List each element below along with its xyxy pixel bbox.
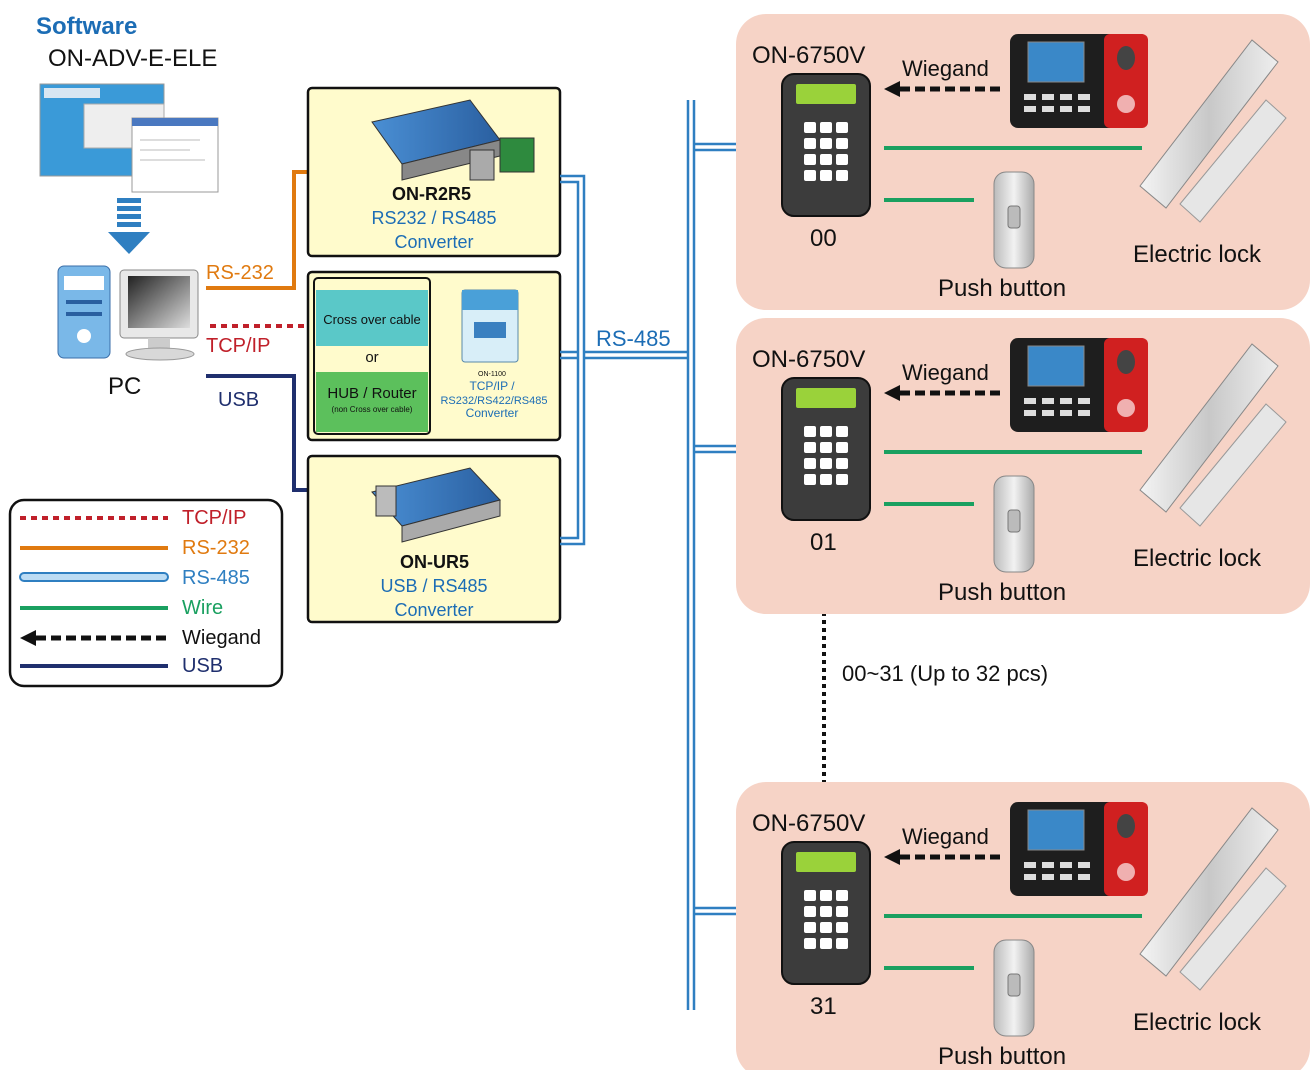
- reader-address: 01: [810, 529, 837, 556]
- legend-wiegand-label: Wiegand: [182, 627, 261, 649]
- rs232-line: [206, 170, 308, 290]
- electric-lock-label: Electric lock: [1133, 545, 1262, 572]
- software-name: ON-ADV-E-ELE: [48, 45, 217, 72]
- fingerprint-terminal-icon: [1010, 338, 1148, 432]
- tcpip-converter-box: Cross over cable or HUB / Router (non Cr…: [306, 270, 562, 442]
- wiegand-label: Wiegand: [902, 824, 989, 849]
- electric-lock-label: Electric lock: [1133, 1009, 1262, 1036]
- push-button-icon: [993, 171, 1035, 269]
- electric-lock-label: Electric lock: [1133, 241, 1262, 268]
- fingerprint-terminal-icon: [1010, 802, 1148, 896]
- tcpip-device-line1: TCP/IP /: [469, 379, 515, 393]
- legend-wiegand-swatch: [20, 630, 168, 646]
- rs232-link-label: RS-232: [206, 262, 274, 284]
- wiegand-arrow-icon: [884, 385, 900, 401]
- electric-lock-icon: [1139, 39, 1287, 223]
- push-button-label: Push button: [938, 579, 1066, 606]
- legend-wire-label: Wire: [182, 597, 223, 619]
- keypad-reader-icon: [781, 841, 871, 985]
- electric-lock-icon: [1139, 343, 1287, 527]
- range-note: 00~31 (Up to 32 pcs): [842, 661, 1048, 686]
- legend-rs232-label: RS-232: [182, 537, 250, 559]
- hub-router-label: HUB / Router: [327, 385, 416, 402]
- r2r5-converter: Converter: [394, 232, 473, 252]
- reader-address: 00: [810, 225, 837, 252]
- reader-address: 31: [810, 993, 837, 1020]
- push-button-icon: [993, 475, 1035, 573]
- legend-usb-label: USB: [182, 655, 223, 677]
- ur5-type: USB / RS485: [380, 576, 487, 596]
- converter-ur5-box: ON-UR5 USB / RS485 Converter: [306, 454, 562, 624]
- wiegand-label: Wiegand: [902, 360, 989, 385]
- or-label: or: [365, 349, 378, 366]
- tcpip-device-line2: RS232/RS422/RS485: [440, 395, 547, 407]
- software-heading: Software: [36, 13, 137, 40]
- fingerprint-terminal-icon: [1010, 34, 1148, 128]
- push-button-label: Push button: [938, 1043, 1066, 1070]
- usb-rs485-converter-image: [371, 467, 501, 543]
- converter-r2r5-box: ON-R2R5 RS232 / RS485 Converter: [306, 86, 562, 258]
- reader-model-label: ON-6750V: [752, 42, 865, 69]
- reader-model-label: ON-6750V: [752, 810, 865, 837]
- tcpip-device-line3: Converter: [466, 406, 519, 420]
- legend-rs485-swatch: [19, 572, 169, 582]
- usb-link-label: USB: [218, 389, 259, 411]
- legend-rs485-label: RS-485: [182, 567, 250, 589]
- ur5-model: ON-UR5: [400, 552, 469, 572]
- pc-label: PC: [108, 373, 141, 400]
- usb-line: [206, 374, 308, 492]
- push-button-label: Push button: [938, 275, 1066, 302]
- electric-lock-icon: [1139, 807, 1287, 991]
- wiegand-label: Wiegand: [902, 56, 989, 81]
- pc-icon: [57, 265, 199, 361]
- wiegand-arrow-icon: [884, 849, 900, 865]
- legend-tcpip-label: TCP/IP: [182, 507, 246, 529]
- r2r5-model: ON-R2R5: [392, 184, 471, 204]
- tcpip-converter-image: [461, 289, 519, 363]
- software-screenshot-icon: [39, 83, 219, 193]
- cross-over-cable-label: Cross over cable: [323, 312, 421, 327]
- ur5-converter: Converter: [394, 600, 473, 620]
- hub-router-note: (non Cross over cable): [332, 405, 413, 414]
- rs232-rs485-converter-image: [371, 99, 535, 181]
- legend: TCP/IP RS-232 RS-485 Wire Wiegand USB: [8, 498, 284, 688]
- r2r5-type: RS232 / RS485: [371, 208, 496, 228]
- wiegand-arrow-icon: [884, 81, 900, 97]
- reader-model-label: ON-6750V: [752, 346, 865, 373]
- rs485-bus-label: RS-485: [596, 326, 671, 351]
- push-button-icon: [993, 939, 1035, 1037]
- download-arrow-icon: [108, 198, 150, 254]
- keypad-reader-icon: [781, 377, 871, 521]
- keypad-reader-icon: [781, 73, 871, 217]
- tcpip-device-model: ON-1100: [478, 371, 506, 378]
- tcpip-link-label: TCP/IP: [206, 335, 270, 357]
